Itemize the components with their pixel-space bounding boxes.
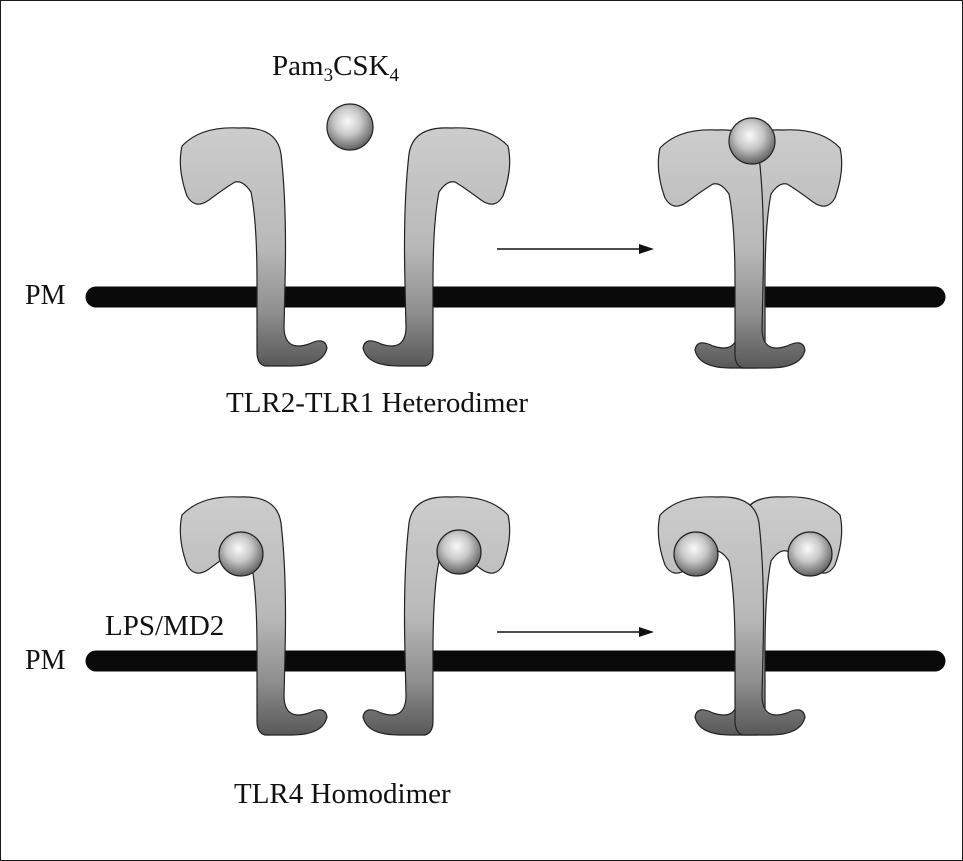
tlr2-tlr1-dimer: [657, 117, 843, 369]
dimerization-arrow-top: [497, 244, 654, 254]
pam3csk4-label: Pam3CSK4: [272, 50, 399, 86]
tlr2-tlr1-caption: TLR2-TLR1 Heterodimer: [226, 387, 528, 419]
lps-md2-label: LPS/MD2: [105, 610, 225, 642]
tlr1-monomer: [362, 127, 511, 367]
pm-label-bottom: PM: [25, 645, 66, 676]
lps-md2-bound-right: [787, 531, 833, 577]
tlr4-homodimer: [657, 496, 843, 736]
pm-label-top: PM: [25, 280, 66, 311]
pam3csk4-ligand: [326, 103, 374, 151]
lps-md2-ligand-left: [218, 531, 264, 577]
lps-md2-ligand-right: [436, 529, 482, 575]
pam3csk4-bound-ligand: [728, 117, 776, 165]
lps-md2-bound-left: [673, 531, 719, 577]
tlr2-monomer: [179, 127, 328, 367]
tlr4-homodimer-caption: TLR4 Homodimer: [234, 778, 451, 810]
dimerization-arrow-bottom: [497, 627, 654, 637]
tlr4-monomer-right: [362, 496, 511, 736]
